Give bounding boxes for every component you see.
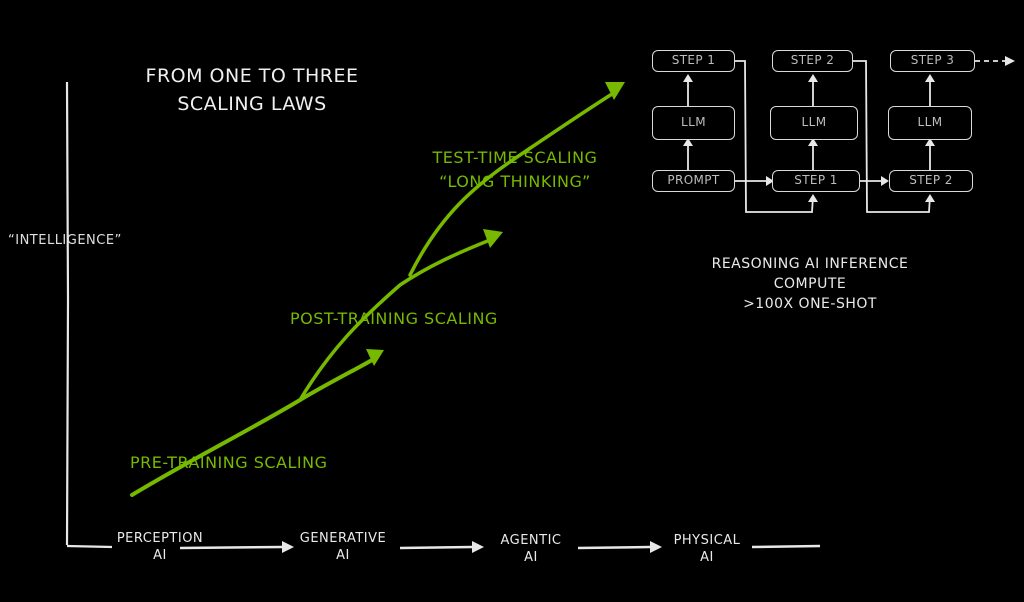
inference-connectors [687, 60, 1005, 213]
test-time-label: TEST-TIME SCALING “LONG THINKING” [405, 146, 625, 194]
stage-arrow-1 [179, 545, 283, 550]
post-training-label: POST-TRAINING SCALING [290, 309, 498, 328]
x-axis-line [66, 544, 113, 549]
step3-output-box: STEP 3 [890, 50, 975, 72]
post-training-curve [298, 238, 492, 402]
stage-perception-line2: AI [153, 548, 167, 563]
prompt-box: PROMPT [652, 170, 735, 192]
stage-perception-ai: PERCEPTION AI [105, 530, 215, 564]
y-axis-line [65, 81, 70, 546]
inference-caption: REASONING AI INFERENCE COMPUTE >100X ONE… [690, 254, 930, 314]
stage-arrow-2 [399, 545, 473, 550]
test-time-line-2: “LONG THINKING” [439, 172, 591, 191]
title-line-2: SCALING LAWS [177, 93, 327, 115]
test-time-arrowhead [605, 82, 625, 100]
post-training-arrowhead [483, 229, 503, 248]
step1-input-box: STEP 1 [772, 170, 860, 192]
step1-output-box: STEP 1 [652, 50, 735, 72]
stage-agentic-line1: AGENTIC [500, 533, 562, 548]
stage-agentic-line2: AI [524, 550, 538, 565]
stage-generative-ai: GENERATIVE AI [288, 530, 398, 564]
stage-arrow-1-head [282, 541, 294, 553]
stage-physical-line2: AI [700, 550, 714, 565]
slide-title: FROM ONE TO THREE SCALING LAWS [112, 62, 392, 118]
test-time-curve [408, 92, 614, 277]
stage-line-4 [751, 544, 821, 549]
pre-training-curve [130, 358, 374, 497]
stage-arrow-3 [577, 545, 651, 550]
stage-physical-ai: PHYSICAL AI [652, 532, 762, 566]
stage-arrow-2-head [472, 541, 484, 553]
test-time-line-1: TEST-TIME SCALING [432, 148, 598, 167]
pre-training-arrowhead [366, 349, 384, 366]
step2-input-box: STEP 2 [889, 170, 973, 192]
step2-output-box: STEP 2 [772, 50, 853, 72]
stage-perception-line1: PERCEPTION [116, 531, 204, 546]
llm-box-1: LLM [652, 106, 735, 140]
stage-generative-line2: AI [336, 548, 350, 563]
caption-line-3: >100X ONE-SHOT [743, 296, 877, 312]
llm-box-2: LLM [770, 106, 858, 140]
caption-line-2: COMPUTE [773, 276, 847, 292]
stage-physical-line1: PHYSICAL [673, 533, 741, 548]
inference-arrowheads [683, 56, 1015, 202]
stage-agentic-ai: AGENTIC AI [476, 532, 586, 566]
stage-arrow-3-head [650, 541, 662, 553]
y-axis-label: “INTELLIGENCE” [8, 233, 122, 248]
llm-box-3: LLM [888, 106, 972, 140]
title-line-1: FROM ONE TO THREE [145, 65, 359, 87]
caption-line-1: REASONING AI INFERENCE [711, 256, 909, 272]
stage-generative-line1: GENERATIVE [299, 531, 387, 546]
pre-training-label: PRE-TRAINING SCALING [130, 453, 328, 472]
